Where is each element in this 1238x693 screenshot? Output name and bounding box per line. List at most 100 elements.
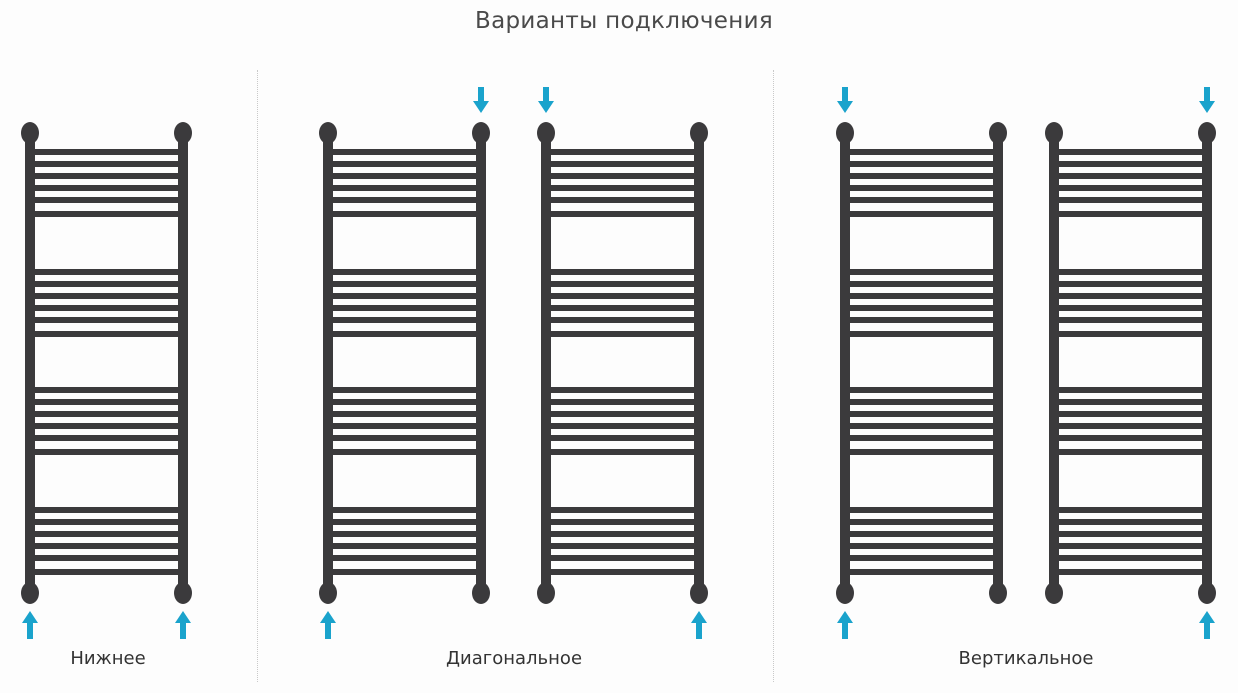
radiator-bar bbox=[30, 387, 183, 393]
towel-radiator bbox=[21, 122, 192, 604]
radiator-cap bbox=[1045, 582, 1063, 604]
radiator-bar bbox=[328, 305, 481, 311]
radiator-cap bbox=[1198, 582, 1216, 604]
towel-radiator bbox=[1045, 122, 1216, 604]
radiator-bar bbox=[845, 555, 998, 561]
radiator-bar bbox=[546, 411, 699, 417]
radiator-bar bbox=[546, 293, 699, 299]
radiator-bar bbox=[546, 331, 699, 337]
radiator-bar bbox=[845, 293, 998, 299]
radiator-bar bbox=[546, 305, 699, 311]
radiator-bar bbox=[1054, 161, 1207, 167]
flow-arrow-icon bbox=[1199, 611, 1215, 639]
radiator-bar bbox=[1054, 211, 1207, 217]
radiator-bar bbox=[546, 149, 699, 155]
flow-in-arrow-icon bbox=[837, 87, 853, 113]
radiator-cap bbox=[472, 582, 490, 604]
radiator-bar bbox=[845, 399, 998, 405]
radiator-cap bbox=[1045, 122, 1063, 144]
radiator-cap bbox=[472, 122, 490, 144]
radiator-bar bbox=[845, 411, 998, 417]
flow-in-arrow-icon bbox=[473, 87, 489, 113]
radiator-bar bbox=[845, 435, 998, 441]
radiator-bar bbox=[1054, 519, 1207, 525]
radiator-bar bbox=[546, 317, 699, 323]
radiator-cap bbox=[21, 582, 39, 604]
radiator-bar bbox=[30, 519, 183, 525]
radiator-rail bbox=[178, 133, 188, 593]
radiator-cap bbox=[989, 122, 1007, 144]
radiator-bar bbox=[1054, 543, 1207, 549]
radiator-bar bbox=[546, 269, 699, 275]
radiator-bar bbox=[328, 269, 481, 275]
radiator-cap bbox=[690, 122, 708, 144]
radiator-rail bbox=[694, 133, 704, 593]
radiator-bar bbox=[30, 399, 183, 405]
radiator-bar bbox=[845, 269, 998, 275]
radiator-bar bbox=[30, 305, 183, 311]
radiator-bar bbox=[1054, 569, 1207, 575]
flow-arrow-icon bbox=[175, 611, 191, 639]
radiator-bar bbox=[30, 507, 183, 513]
radiator-bar bbox=[845, 423, 998, 429]
radiator-bar bbox=[546, 399, 699, 405]
radiator-bar bbox=[845, 317, 998, 323]
radiator-bar bbox=[1054, 331, 1207, 337]
radiator-bar bbox=[1054, 507, 1207, 513]
group-label-bottom: Нижнее bbox=[70, 648, 146, 669]
radiator-bar bbox=[845, 387, 998, 393]
radiator-bar bbox=[328, 411, 481, 417]
radiator-bar bbox=[328, 555, 481, 561]
radiator-bar bbox=[845, 185, 998, 191]
radiator-bar bbox=[546, 555, 699, 561]
radiator-bar bbox=[546, 519, 699, 525]
radiator-bar bbox=[546, 161, 699, 167]
radiator-bar bbox=[546, 197, 699, 203]
radiator-bar bbox=[30, 435, 183, 441]
radiator-bar bbox=[30, 211, 183, 217]
radiator-bar bbox=[328, 507, 481, 513]
radiator-bar bbox=[845, 331, 998, 337]
radiator-bar bbox=[30, 411, 183, 417]
radiator-bar bbox=[30, 293, 183, 299]
flow-arrow-icon bbox=[320, 611, 336, 639]
group-label-vertical: Вертикальное bbox=[958, 648, 1094, 669]
radiator-rail bbox=[25, 133, 35, 593]
radiator-bar bbox=[30, 185, 183, 191]
radiator-rail bbox=[1049, 133, 1059, 593]
radiator-bar bbox=[30, 317, 183, 323]
radiator-bar bbox=[845, 519, 998, 525]
radiator-cap bbox=[1198, 122, 1216, 144]
radiator-bar bbox=[30, 281, 183, 287]
radiator-rail bbox=[541, 133, 551, 593]
radiator-cap bbox=[537, 122, 555, 144]
radiator-bar bbox=[845, 449, 998, 455]
radiator-bar bbox=[1054, 317, 1207, 323]
radiator-bar bbox=[1054, 269, 1207, 275]
radiator-rail bbox=[323, 133, 333, 593]
radiator-bar bbox=[1054, 149, 1207, 155]
radiator-bar bbox=[328, 449, 481, 455]
radiator-bar bbox=[1054, 449, 1207, 455]
radiator-bar bbox=[1054, 423, 1207, 429]
radiator-bar bbox=[328, 185, 481, 191]
radiator-bar bbox=[1054, 555, 1207, 561]
radiator-bar bbox=[30, 423, 183, 429]
radiator-bar bbox=[328, 293, 481, 299]
radiator-bar bbox=[546, 387, 699, 393]
radiator-bar bbox=[1054, 281, 1207, 287]
radiator-bar bbox=[30, 543, 183, 549]
radiator-bar bbox=[328, 435, 481, 441]
radiator-bar bbox=[845, 531, 998, 537]
radiator-bar bbox=[30, 555, 183, 561]
radiator-bar bbox=[546, 173, 699, 179]
radiator-bar bbox=[1054, 173, 1207, 179]
radiator-bar bbox=[30, 269, 183, 275]
radiator-bar bbox=[1054, 435, 1207, 441]
radiator-bar bbox=[328, 331, 481, 337]
radiator-bar bbox=[546, 543, 699, 549]
radiator-bar bbox=[546, 507, 699, 513]
radiator-bar bbox=[1054, 197, 1207, 203]
radiator-cap bbox=[174, 582, 192, 604]
radiator-cap bbox=[836, 122, 854, 144]
